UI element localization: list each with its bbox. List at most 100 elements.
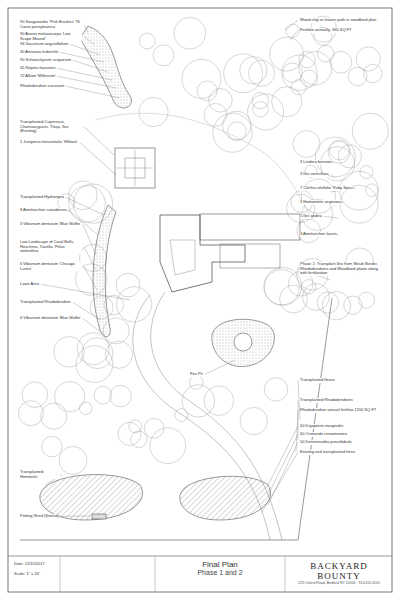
leader-line (83, 224, 96, 255)
plant-callout: 3 Lindera benzoin (300, 160, 332, 165)
plant-callout: Existing and transplanted ferns (300, 450, 355, 455)
plant-callout: Wood chip or leaves path in woodland pla… (300, 18, 376, 23)
leader-line (73, 60, 108, 72)
tree-canopy (116, 273, 140, 297)
subtitle-text: 223 Oxford Road, Bedford NY 10506 · 914.… (290, 581, 388, 585)
title-cell: Final PlanPhase 1 and 2 (160, 560, 280, 576)
plant-callout: 6 Viburnum dentatum 'Chicago Lustre' (20, 262, 82, 271)
tree-canopy (110, 385, 132, 407)
plant-callout: 45 Nepeta faassenii (20, 66, 55, 71)
tree-canopy (190, 376, 204, 390)
tree-canopy (340, 185, 378, 223)
tree-canopy (209, 89, 233, 113)
tree-canopy (322, 292, 350, 320)
tree-canopy (348, 67, 367, 86)
plant-callout: 90 Aronia melanocarpa 'Low Scape Mound' (20, 32, 82, 41)
plant-callout: 90 Schizachyrium scoparium (20, 58, 71, 63)
plant-callout: 90 Sanguisorba 'Pink Brushes' 76 Carex p… (20, 20, 82, 29)
plant-callout: 8 Amelanchier canadensis (20, 208, 67, 213)
tree-canopy (153, 45, 174, 66)
tree-canopy (315, 137, 355, 177)
leader-line (268, 442, 298, 505)
tree-canopy (204, 386, 234, 416)
plant-callout: 3 Hamamelis virginiana (300, 200, 342, 205)
tree-canopy (360, 166, 373, 179)
tree-canopy (204, 103, 227, 126)
leader-line (84, 25, 88, 32)
tree-canopy (264, 268, 302, 306)
tree-canopy (283, 63, 302, 82)
tree-canopy (297, 219, 321, 243)
tree-canopy (224, 54, 263, 93)
tree-canopy (301, 70, 318, 87)
plant-callout: Rhododendron annual fertilize 1200 SQ FT (300, 408, 376, 413)
tree-canopy (118, 422, 141, 445)
plant-callout: 6 Viburnum dentatum 'Blue Muffin' (20, 316, 81, 321)
plant-callout: 72 Allium 'Millenium' (20, 74, 56, 79)
leader-line (290, 30, 298, 40)
plant-callout: 7 Clethra alnifolia 'Ruby Spice' (300, 186, 354, 191)
plant-callout: Low Landscape of Coral Bells, Heuchera, … (20, 240, 82, 254)
plant-callout: Potting Shed (Stored) (20, 514, 58, 519)
leader-line (83, 318, 103, 334)
tree-canopy (356, 47, 380, 71)
sheet-note: Date: 12/15/2017 (14, 562, 45, 567)
tree-canopy (174, 17, 206, 49)
tree-canopy (253, 101, 269, 117)
plant-callout: 50 Dennstaedtia punctilobula (300, 440, 352, 445)
tree-canopy (280, 285, 308, 313)
plant-callout: Lawn Area (20, 282, 39, 287)
tree-canopy (317, 45, 334, 62)
plant-callout: 1 Juniperus horizontalis 'Wiltonii' (20, 140, 78, 145)
tree-canopy (41, 403, 67, 429)
tree-canopy (68, 181, 97, 210)
tree-canopy (264, 378, 287, 401)
plant-callout: Transplanted Rhododendron (20, 300, 71, 305)
leader-line (84, 37, 95, 45)
tree-canopy (129, 420, 142, 433)
tree-canopy (59, 447, 87, 475)
tree-canopy (139, 97, 168, 126)
leader-line (84, 127, 114, 155)
tree-canopy (291, 80, 306, 95)
tree-canopy (117, 287, 152, 322)
tree-canopy (42, 436, 63, 457)
leader-line (324, 216, 338, 218)
leader-line (57, 68, 112, 80)
tree-canopy (338, 145, 361, 168)
tree-canopy (94, 386, 112, 404)
tree-canopy (139, 33, 155, 49)
tree-canopy (248, 94, 284, 130)
plant-callout: 3 Amelanchier laevis (300, 232, 337, 237)
leader-line (285, 20, 298, 30)
title-text: Final Plan (160, 560, 280, 569)
tree-canopy (182, 59, 221, 98)
leader-line (80, 142, 116, 175)
plant-callout: Phase 1: Transplant Ilex from Shrub Bord… (300, 262, 382, 276)
tree-canopy (175, 409, 188, 422)
sheet-note: Scale: 1" = 20' (14, 572, 40, 577)
tree-canopy (272, 87, 302, 117)
leader-line (61, 516, 91, 517)
leader-line (268, 426, 298, 485)
tree-canopy (22, 382, 48, 408)
leader-line (268, 434, 298, 495)
tree-canopy (286, 24, 299, 37)
leader-line (84, 247, 96, 270)
plant-callout: Transplanted Hemlocks (20, 470, 60, 479)
plant-callout: Transplanted Hydrangea (20, 195, 64, 200)
tree-canopy (54, 381, 84, 411)
tree-canopy (79, 402, 92, 415)
leader-line (70, 44, 100, 55)
logo-cell: BACKYARD BOUNTY223 Oxford Road, Bedford … (290, 561, 388, 585)
leader-line (66, 197, 104, 215)
tree-canopy (352, 113, 388, 149)
tree-canopy (240, 57, 267, 84)
plant-callout: Fire Pit (190, 372, 203, 377)
plant-callout: 60 Osmunda cinnamomea (300, 432, 347, 437)
plant-callout: Transplanted Ilexes (300, 378, 335, 383)
leader-line (331, 174, 336, 178)
tree-canopy (77, 333, 109, 365)
tree-canopy (282, 55, 317, 90)
